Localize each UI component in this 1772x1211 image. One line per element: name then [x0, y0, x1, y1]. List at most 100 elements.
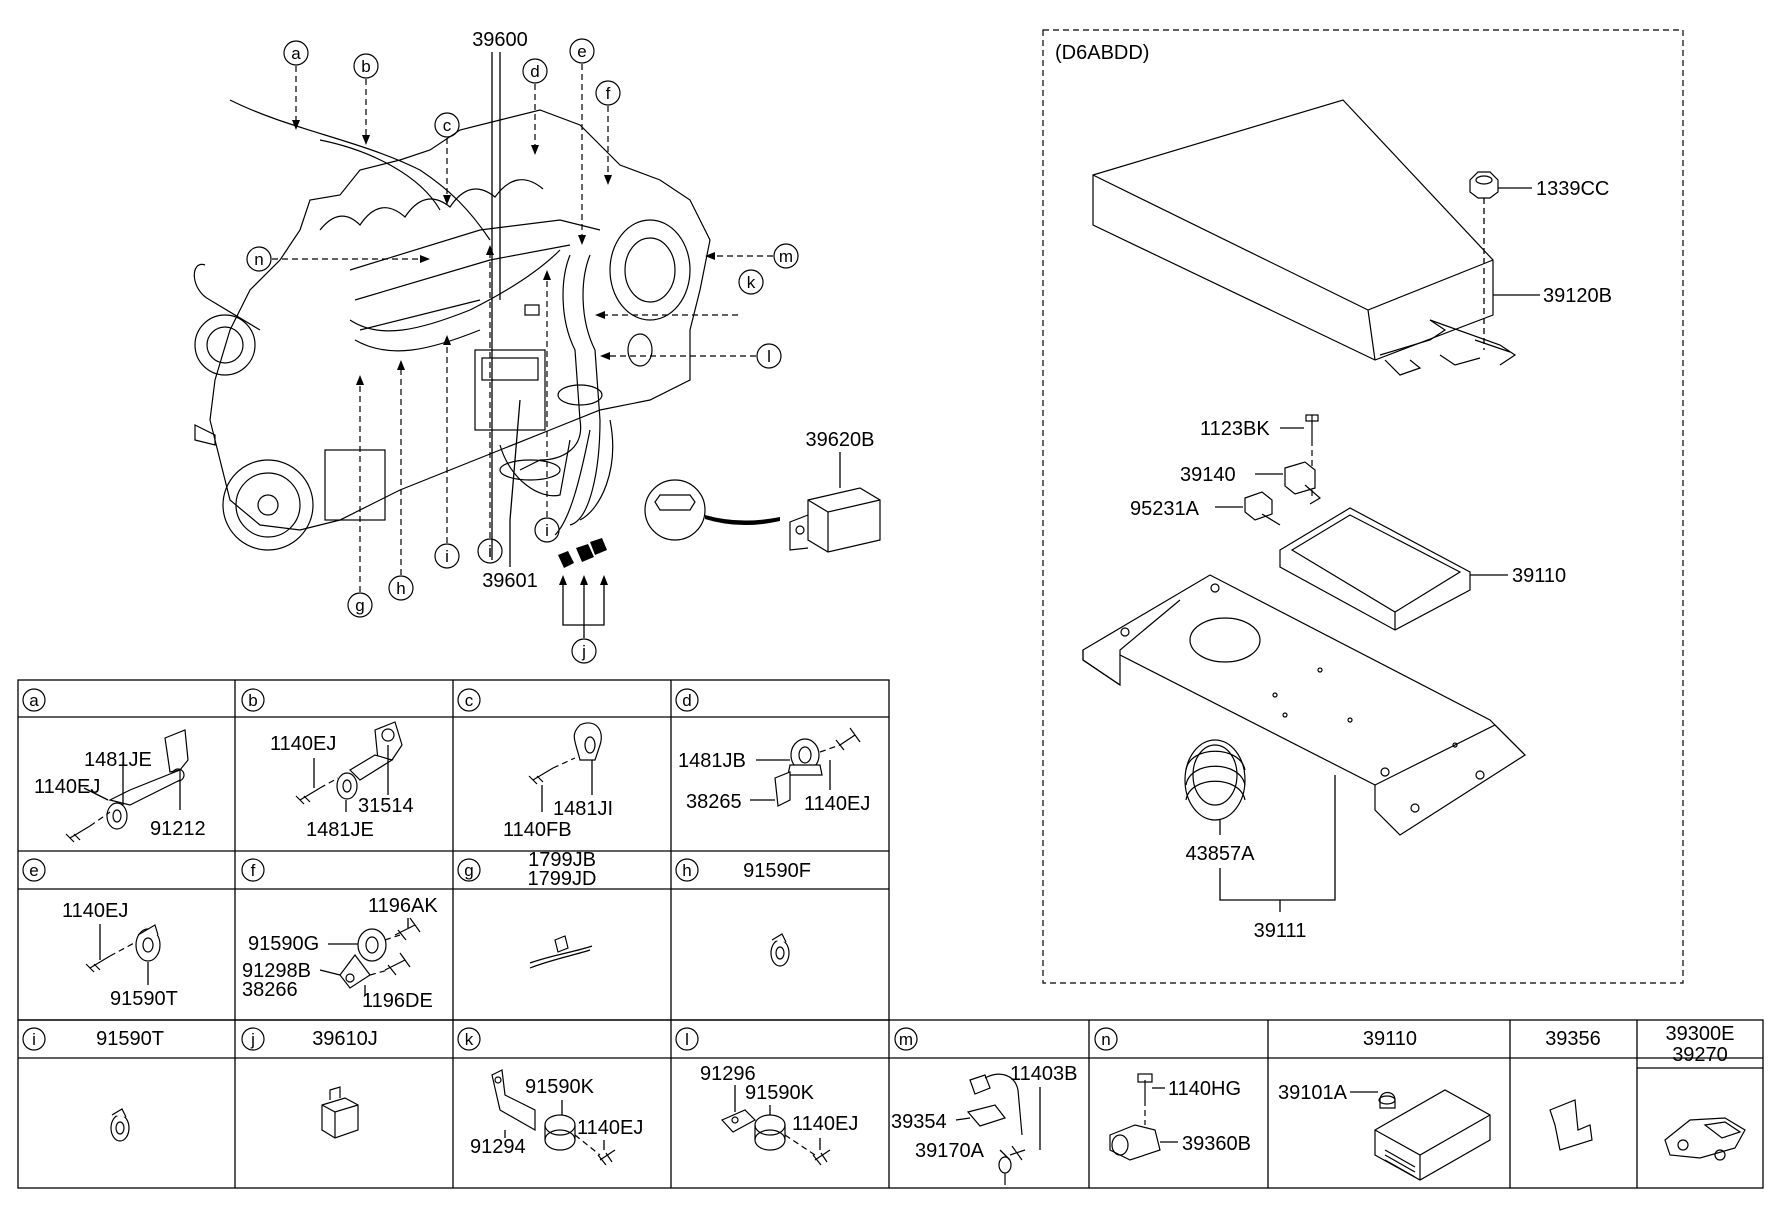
part-label-callouts-2: c	[443, 116, 452, 135]
cell-39356: 39356	[1545, 1028, 1601, 1151]
cell-39300E-39270: 39300E 39270	[1637, 1023, 1763, 1161]
cell-n: n 1140HG 39360B	[1094, 1027, 1251, 1161]
label-43857A: 43857A	[1186, 843, 1256, 865]
part-label-callouts-10: k	[747, 273, 756, 292]
part-label-row3-n-letter: n	[1101, 1030, 1110, 1049]
cell-e: e 1140EJ 91590T	[22, 858, 178, 1010]
part-label-row2-f-letter: f	[251, 861, 256, 880]
cell-g: g 1799JB 1799JD	[457, 849, 597, 969]
part-label-row3-l-p3: 1140EJ	[792, 1113, 858, 1135]
label-39620B: 39620B	[806, 429, 875, 451]
part-label-row2-f-p3: 91298B	[242, 960, 311, 982]
part-label-row1-b-letter: b	[248, 691, 257, 710]
part-label-row1-d-letter: d	[682, 691, 691, 710]
part-label-row1-c-p2: 1140FB	[503, 819, 572, 841]
label-39600: 39600	[472, 29, 528, 51]
part-label-row1-d-p3: 1140EJ	[804, 793, 870, 815]
part-label-row3-n-p2: 39360B	[1182, 1133, 1251, 1155]
cell-i: i 91590T	[22, 1027, 164, 1142]
part-label-row3-k-letter: k	[465, 1030, 474, 1049]
part-label-callouts-1: b	[361, 57, 370, 76]
cell-c: c 1481JI 1140FB	[457, 688, 613, 841]
part-label-row2-h-h1: 91590F	[743, 860, 811, 882]
part-label-row3-ecu-p1: 39101A	[1278, 1082, 1348, 1104]
part-label-callouts-13: n	[254, 250, 263, 269]
part-label-row1-b-p2: 31514	[358, 795, 414, 817]
part-label-callouts-12: m	[779, 247, 793, 266]
parts-table	[17, 679, 1764, 1189]
part-label-row2-f-p4: 38266	[242, 979, 298, 1001]
part-label-row1-c-letter: c	[465, 691, 474, 710]
part-label-row2-e-letter: e	[29, 861, 38, 880]
part-label-callouts-3: d	[530, 62, 539, 81]
label-39111: 39111	[1254, 920, 1307, 942]
engine-assembly-drawing	[193, 99, 881, 568]
part-label-row3-i-h1: 91590T	[96, 1028, 164, 1050]
part-label-row3-j-letter: j	[250, 1030, 255, 1049]
engine-variant-title: (D6ABDD)	[1055, 42, 1149, 64]
cell-k: k 91590K 1140EJ 91294	[457, 1027, 643, 1166]
part-label-row2-e-p2: 91590T	[110, 988, 178, 1010]
cell-f: f 1196AK 91590G 91298B 38266 1196DE	[241, 858, 438, 1012]
part-label-row3-k-p1: 91590K	[525, 1076, 595, 1098]
part-label-row1-d-p2: 38265	[686, 791, 742, 813]
cell-b: b 1140EJ 31514 1481JE	[241, 688, 414, 841]
part-label-callouts-9: j	[581, 642, 586, 661]
part-label-row1-c-p1: 1481JI	[553, 798, 613, 820]
part-label-row1-d-p1: 1481JB	[678, 750, 746, 772]
part-label-row3-l-letter: l	[685, 1030, 689, 1049]
part-label-row3-s39300-h2: 39270	[1672, 1044, 1728, 1066]
cell-a: a 1481JE 1140EJ 91212	[22, 688, 206, 843]
part-label-row2-e-p1: 1140EJ	[62, 900, 128, 922]
cell-d: d 1481JB 38265 1140EJ	[675, 688, 870, 815]
part-label-row3-m-p2: 39354	[891, 1111, 947, 1133]
callout-a: a	[291, 44, 301, 63]
connector-3-icon	[590, 538, 607, 555]
part-label-row2-g-h2: 1799JD	[528, 868, 597, 890]
part-label-row2-f-p1: 1196AK	[368, 895, 438, 917]
part-label-row3-l-p2: 91590K	[745, 1082, 815, 1104]
part-label-row3-k-p2: 1140EJ	[577, 1117, 643, 1139]
part-label-row2-g-h1: 1799JB	[528, 849, 596, 871]
cell-j: j 39610J	[241, 1027, 378, 1139]
cell-h: h 91590F	[675, 858, 811, 967]
part-label-callouts-8: i	[445, 547, 449, 566]
label-1339CC: 1339CC	[1536, 178, 1609, 200]
part-label-row3-s39300-h1: 39300E	[1666, 1023, 1735, 1045]
label-39120B: 39120B	[1543, 285, 1612, 307]
label-39110: 39110	[1512, 565, 1566, 587]
label-95231A: 95231A	[1130, 498, 1200, 520]
cell-39110: 39110 39101A	[1278, 1028, 1491, 1181]
cell-m: m 11403B 39354 39170A	[891, 1027, 1077, 1185]
connector-2-icon	[576, 544, 594, 562]
part-label-row3-l-p1: 91296	[700, 1063, 756, 1085]
part-label-row3-k-p3: 91294	[470, 1136, 526, 1158]
part-label-row3-m-p3: 39170A	[915, 1140, 985, 1162]
part-label-row3-n-p1: 1140HG	[1168, 1078, 1241, 1100]
part-label-row1-a-letter: a	[29, 691, 39, 710]
part-label-callouts-7: h	[396, 579, 405, 598]
part-label-row1-b-p1: 1140EJ	[270, 733, 336, 755]
part-label-callouts-8: i	[488, 542, 492, 561]
part-label-callouts-6: g	[355, 596, 364, 615]
part-label-row1-a-p1: 1481JE	[84, 749, 152, 771]
part-label-row1-b-p3: 1481JE	[306, 819, 374, 841]
cell-l: l 91296 91590K 1140EJ	[675, 1027, 858, 1166]
part-label-row3-m-letter: m	[899, 1030, 913, 1049]
ecu-detail-box: (D6ABDD) 1339CC 39120B 1123BK 39140 9523…	[1042, 29, 1684, 984]
part-label-row3-j-h1: 39610J	[312, 1028, 378, 1050]
part-label-row3-m-p1: 11403B	[1010, 1063, 1077, 1085]
connector-1-icon	[558, 551, 574, 568]
label-1123BK: 1123BK	[1200, 418, 1270, 440]
part-label-row3-s39356-h1: 39356	[1545, 1028, 1601, 1050]
part-label-callouts-5: f	[606, 84, 611, 103]
part-label-row2-f-p2: 91590G	[248, 933, 319, 955]
part-label-callouts-11: l	[767, 347, 771, 366]
part-label-row2-f-p5: 1196DE	[362, 990, 433, 1012]
part-label-callouts-8: i	[545, 521, 549, 540]
part-label-row2-g-letter: g	[464, 861, 473, 880]
part-label-row3-ecu-h1: 39110	[1363, 1028, 1417, 1050]
part-label-callouts-4: e	[577, 42, 586, 61]
label-39140: 39140	[1180, 464, 1236, 486]
